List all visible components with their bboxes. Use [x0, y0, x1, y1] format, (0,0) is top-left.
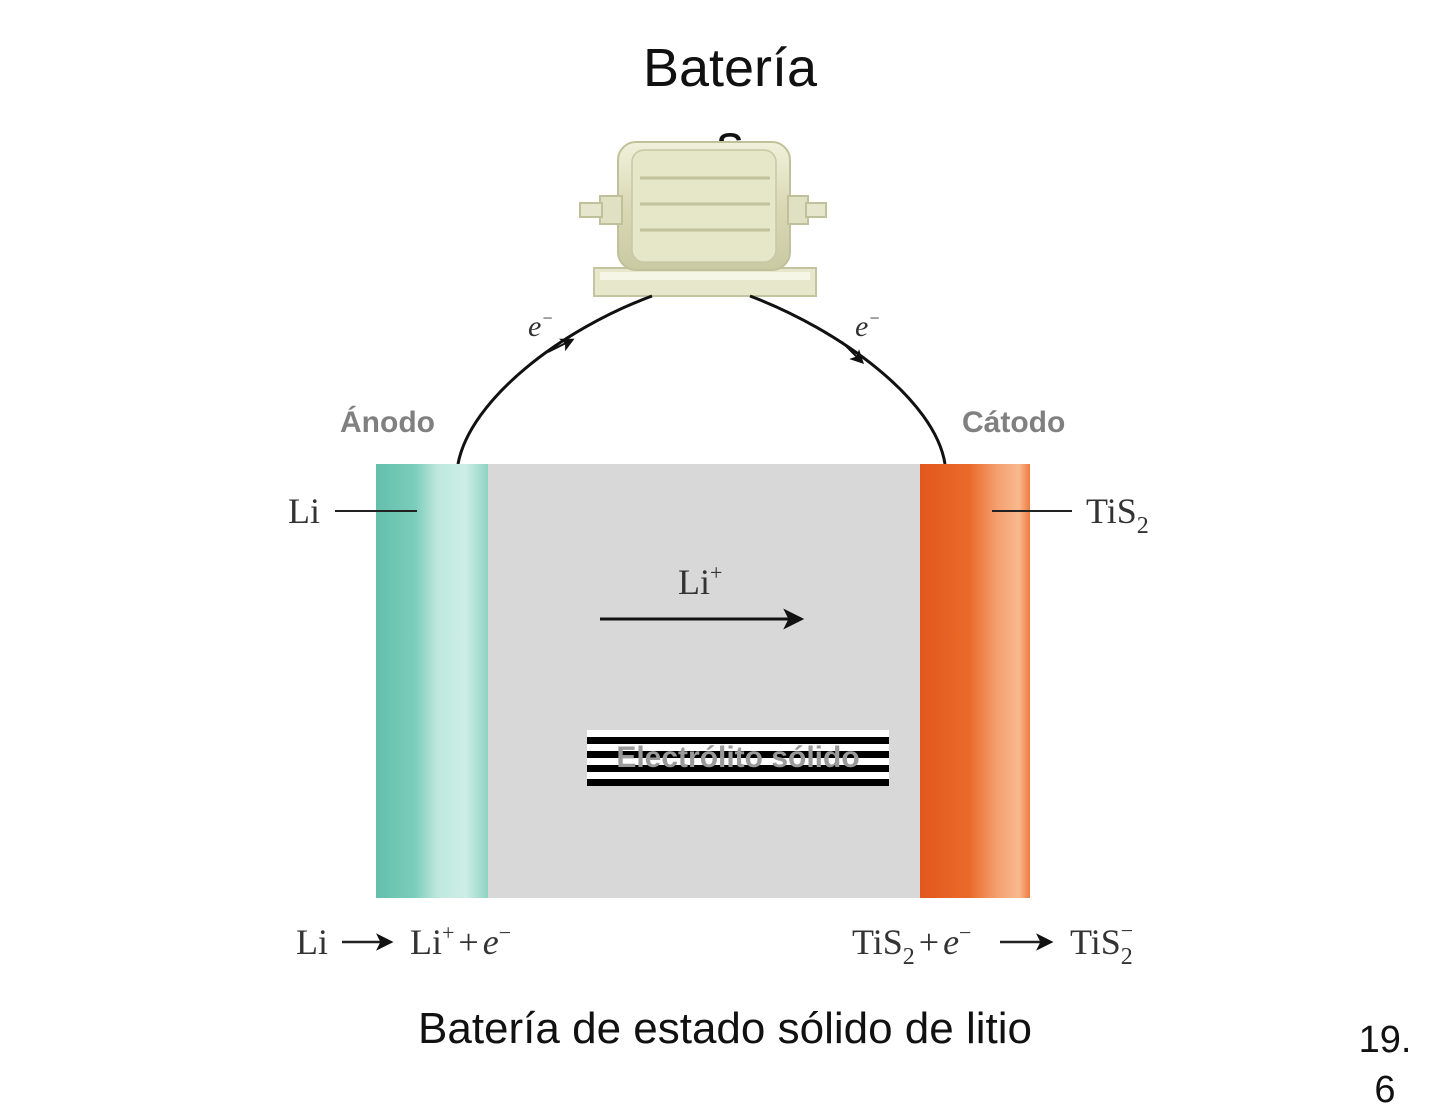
cathode-label: Cátodo — [962, 406, 1065, 439]
motor-icon — [579, 141, 827, 297]
cathode-material-label: TiS2 — [1086, 491, 1149, 539]
electron-arrow-right — [841, 341, 864, 364]
battery-diagram: e− e− Ánodo Cátodo Li TiS2 Li+ Li Li++e−… — [288, 141, 1149, 970]
wire-right — [749, 294, 947, 465]
anode-reaction: Li Li++e− — [296, 920, 511, 962]
electrolyte-region — [488, 464, 920, 898]
svg-text:Li: Li — [296, 922, 328, 962]
anode-label: Ánodo — [340, 405, 435, 439]
svg-text:TiS2−: TiS2− — [1070, 918, 1133, 970]
anode-electrode — [376, 464, 488, 898]
electron-arrow-left — [547, 338, 575, 353]
svg-text:Li++e−: Li++e− — [410, 920, 511, 962]
anode-material-label: Li — [288, 491, 320, 531]
svg-text:TiS2+e−: TiS2+e− — [852, 920, 971, 970]
electrolyte-label: Electrólito sólido — [587, 730, 889, 786]
cathode-reaction: TiS2+e− TiS2− — [852, 918, 1133, 970]
electron-label-right: e− — [855, 308, 880, 343]
slide-number: 19.6 — [1358, 1019, 1412, 1111]
ion-label: Li+ — [678, 560, 722, 602]
wire-left — [456, 294, 653, 465]
slide-caption: Batería de estado sólido de litio — [418, 1004, 1032, 1053]
cathode-electrode — [920, 464, 1030, 898]
electron-label-left: e− — [528, 308, 553, 343]
